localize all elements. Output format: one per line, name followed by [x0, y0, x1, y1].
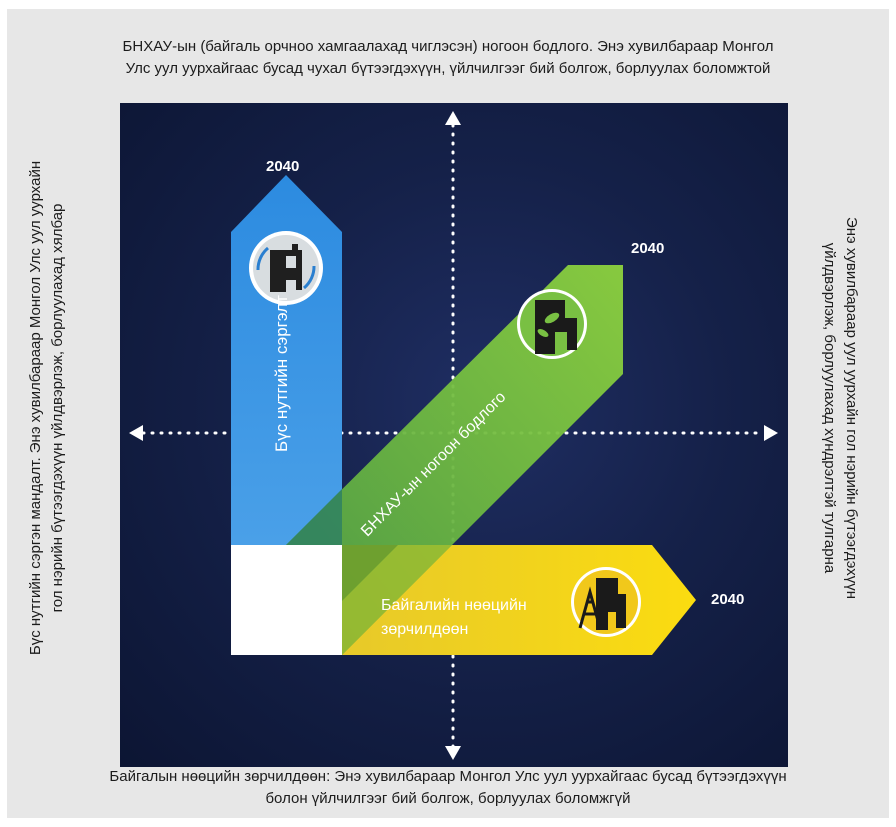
yellow-label-line-2: зөрчилдөөн: [381, 621, 469, 638]
bottom-caption-line-2: болон үйлчилгээг бий болгож, борлуулах б…: [265, 790, 631, 807]
top-caption-line-1: БНХАУ-ын (байгаль орчноо хамгаалахад чиг…: [122, 38, 774, 55]
axis-arrow-right-icon: [764, 425, 778, 441]
axis-arrow-up-icon: [445, 111, 461, 125]
recycle-factory-icon: [249, 231, 323, 305]
blue-green-overlap: [286, 489, 342, 545]
top-caption: БНХАУ-ын (байгаль орчноо хамгаалахад чиг…: [40, 36, 856, 80]
axis-arrow-left-icon: [129, 425, 143, 441]
green-yellow-overlap-lower: [342, 545, 452, 655]
bottom-caption-line-1: Байгалын нөөцийн зөрчилдөөн: Энэ хувилба…: [109, 768, 787, 785]
leaf-factory-icon: [517, 289, 587, 359]
green-year: 2040: [631, 240, 665, 257]
blue-year: 2040: [266, 158, 300, 175]
bottom-caption: Байгалын нөөцийн зөрчилдөөн: Энэ хувилба…: [40, 766, 856, 810]
oil-derrick-icon: [571, 567, 641, 637]
yellow-scenario-label: Байгалийн нөөцийн зөрчилдөөн: [381, 594, 561, 642]
blue-scenario-label: Бүс нутгийн сэргэлт: [272, 295, 291, 452]
yellow-label-line-1: Байгалийн нөөцийн: [381, 597, 527, 614]
top-caption-line-2: Улс уул уурхайгаас бусад чухал бүтээгдэх…: [125, 60, 771, 77]
axis-arrow-down-icon: [445, 746, 461, 760]
yellow-year: 2040: [711, 591, 745, 608]
origin-square: [231, 545, 342, 655]
